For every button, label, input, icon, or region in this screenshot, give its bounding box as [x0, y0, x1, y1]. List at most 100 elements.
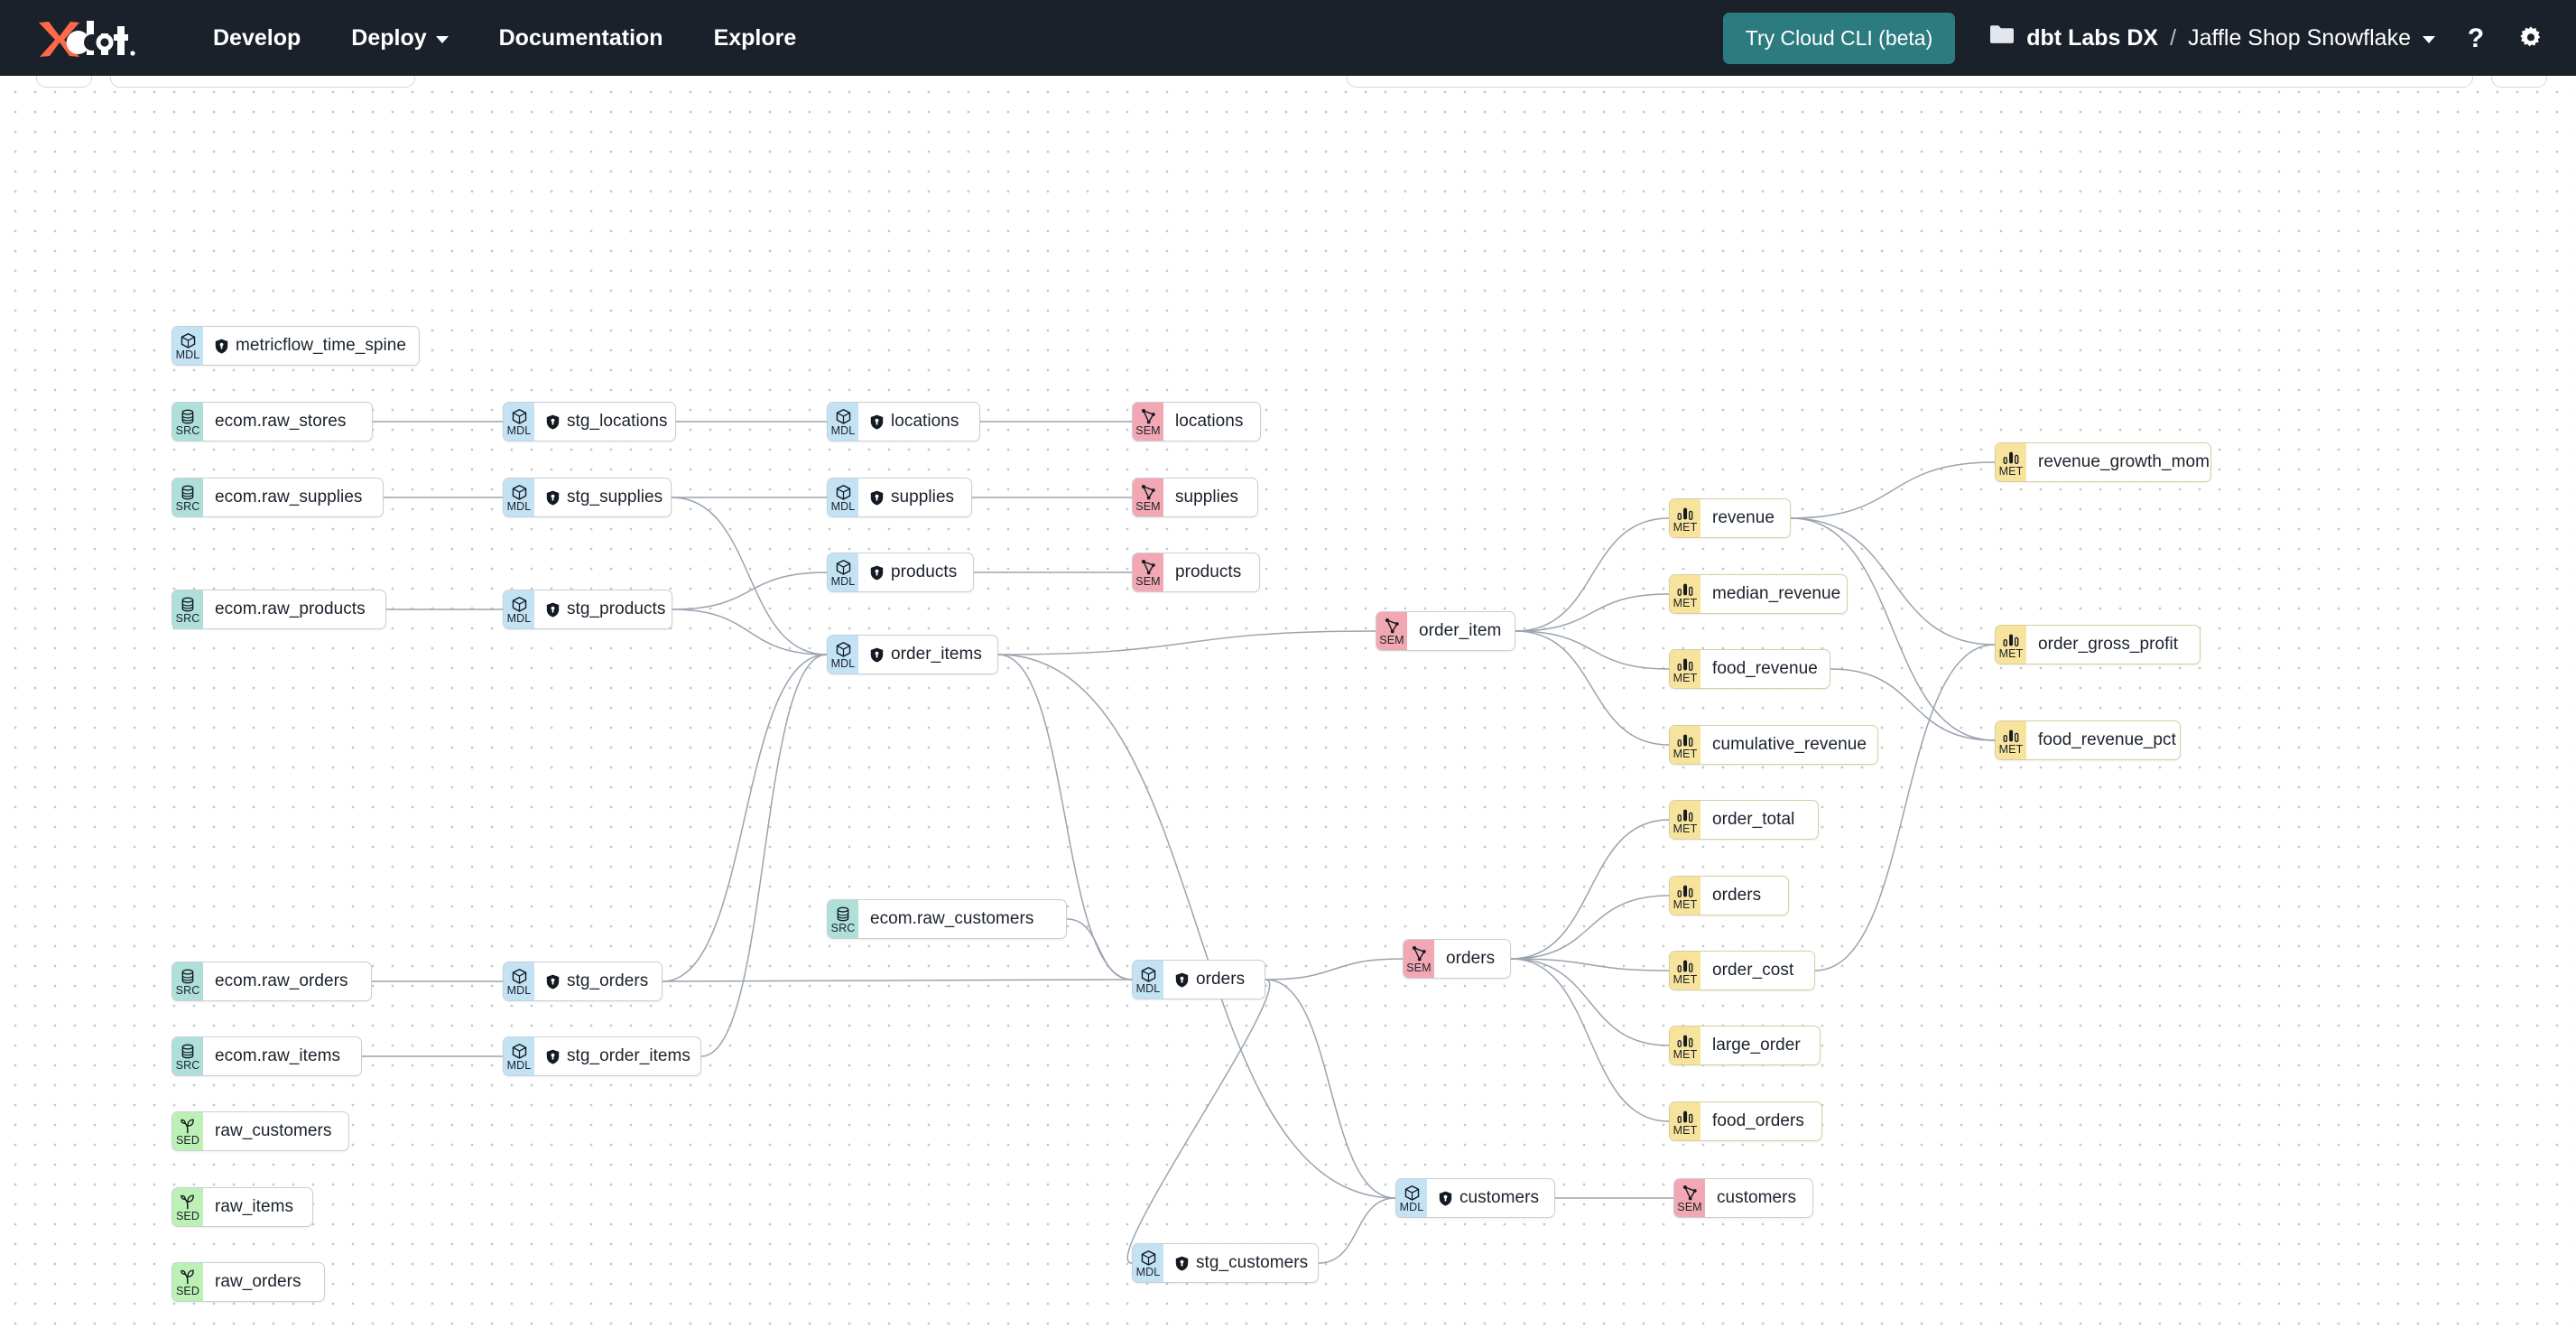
bar-chart-icon: [2003, 631, 2020, 648]
node-label: products: [891, 562, 958, 581]
node-label: food_revenue_pct: [2038, 730, 2176, 749]
lineage-edge: [1814, 644, 1996, 971]
lineage-edge: [662, 654, 828, 982]
database-icon: [180, 1043, 196, 1060]
graph-node-sem-order-item[interactable]: SEM order_item: [1376, 611, 1515, 651]
top-navigation-bar: Develop Deploy Documentation Explore Try…: [0, 0, 2576, 76]
node-type-label: SEM: [1135, 500, 1161, 513]
cube-icon: [835, 641, 852, 658]
lineage-edge: [662, 979, 1133, 982]
account-project-breadcrumb[interactable]: dbt Labs DX / Jaffle Shop Snowflake: [1989, 24, 2435, 51]
node-type-label: MDL: [1135, 1266, 1161, 1278]
dbt-logo[interactable]: [36, 18, 141, 58]
node-label: stg_locations: [567, 412, 668, 431]
node-type-badge-sed: SED: [172, 1112, 203, 1150]
nav-link-deploy[interactable]: Deploy: [326, 16, 473, 60]
node-type-badge-src: SRC: [828, 900, 858, 938]
graph-node-stg-locations[interactable]: MDL stg_locations: [503, 402, 676, 441]
bar-chart-icon: [1677, 957, 1694, 974]
node-type-badge-mdl: MDL: [504, 479, 534, 516]
settings-button[interactable]: [2516, 23, 2545, 52]
nav-link-documentation[interactable]: Documentation: [474, 16, 689, 60]
bar-chart-icon: [1677, 581, 1694, 598]
nav-link-develop[interactable]: Develop: [188, 16, 326, 60]
shield-icon: [870, 490, 884, 506]
node-type-badge-mdl: MDL: [1133, 961, 1163, 999]
node-type-label: MDL: [1399, 1201, 1424, 1213]
network-icon: [1682, 1185, 1699, 1202]
node-body: food_revenue: [1700, 650, 1830, 688]
node-body: ecom.raw_items: [203, 1037, 355, 1075]
node-body: orders: [1700, 877, 1775, 915]
node-type-label: MDL: [506, 424, 532, 437]
node-type-badge-met: MET: [1670, 726, 1700, 764]
network-icon: [1384, 618, 1401, 635]
nav-link-develop-label: Develop: [213, 24, 301, 51]
node-body: stg_order_items: [534, 1037, 700, 1075]
graph-node-sem-supplies[interactable]: SEM supplies: [1132, 478, 1258, 517]
chevron-down-icon: [435, 35, 449, 43]
node-body: ecom.raw_stores: [203, 403, 360, 441]
bar-chart-icon: [1677, 806, 1694, 823]
node-body: raw_customers: [203, 1112, 346, 1150]
node-label: supplies: [1175, 488, 1239, 506]
bar-chart-icon: [1677, 1032, 1694, 1049]
node-type-badge-src: SRC: [172, 479, 203, 516]
cube-icon: [835, 408, 852, 425]
node-type-label: MDL: [830, 424, 856, 437]
lineage-edge: [1126, 979, 1271, 1264]
gear-icon: [2520, 26, 2541, 47]
cube-icon: [1140, 966, 1157, 983]
node-type-label: MET: [1673, 748, 1698, 760]
help-button[interactable]: ?: [2462, 23, 2489, 52]
try-cloud-cli-button[interactable]: Try Cloud CLI (beta): [1722, 12, 1956, 64]
node-type-label: SEM: [1379, 634, 1404, 646]
node-label: order_item: [1419, 621, 1502, 640]
nav-link-explore[interactable]: Explore: [689, 16, 822, 60]
project-chevron-down-icon[interactable]: [2423, 35, 2435, 43]
node-type-label: SEM: [1406, 962, 1432, 974]
node-type-badge-src: SRC: [172, 962, 203, 1000]
node-label: ecom.raw_items: [215, 1046, 341, 1065]
bar-chart-icon: [1677, 505, 1694, 522]
cube-icon: [511, 968, 528, 985]
